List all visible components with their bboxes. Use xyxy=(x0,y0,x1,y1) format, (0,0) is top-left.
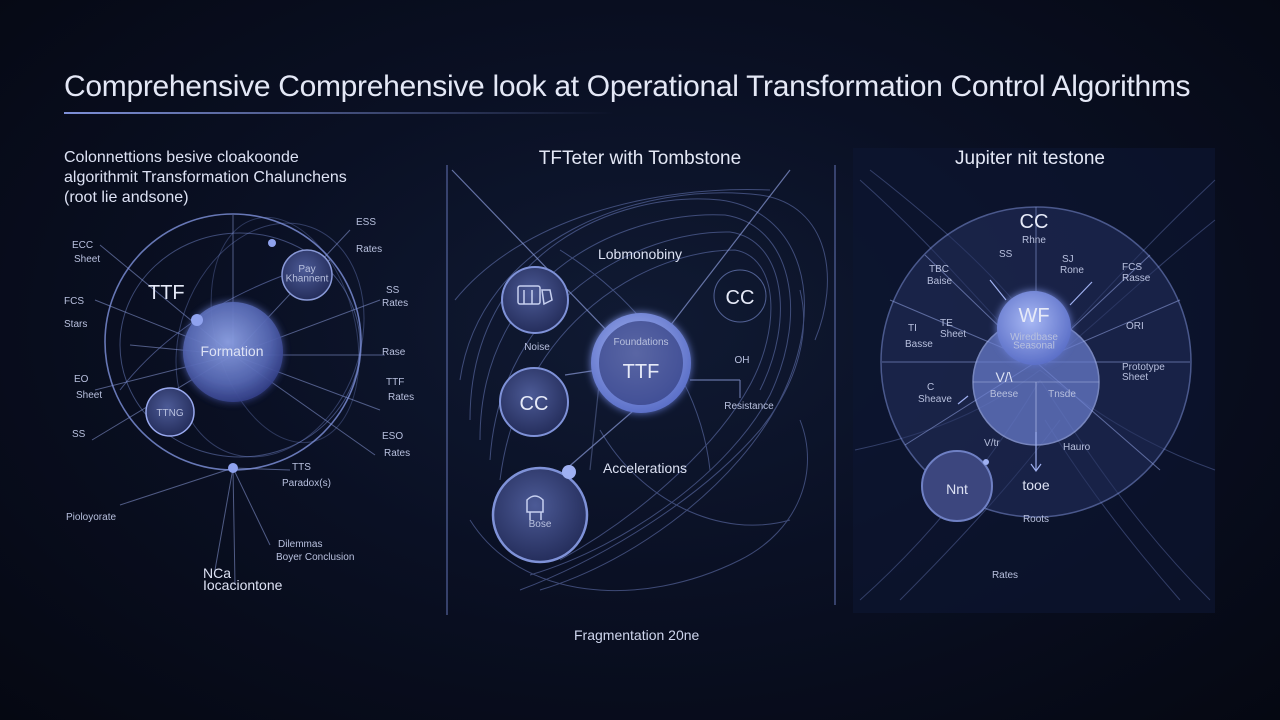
svg-text:Rone: Rone xyxy=(1060,265,1084,276)
table-icon xyxy=(517,285,553,306)
right-node-bottom-left-label: Nnt xyxy=(946,481,968,497)
svg-text:TI: TI xyxy=(908,323,917,334)
svg-text:Sheet: Sheet xyxy=(1122,372,1148,383)
left-ttf-label: TTF xyxy=(148,282,185,304)
left-side-labels: ECC Sheet FCS Stars EO Sheet SS ESS Rate… xyxy=(64,217,414,593)
left-node-bottom-left xyxy=(145,387,195,437)
svg-text:SS: SS xyxy=(386,285,400,296)
footer-caption: Fragmentation 20ne xyxy=(574,627,700,643)
svg-text:Rhne: Rhne xyxy=(1022,235,1046,246)
middle-node-top-left-sub: Noise xyxy=(524,342,550,353)
svg-text:Dilemmas: Dilemmas xyxy=(278,539,322,550)
svg-text:Sheet: Sheet xyxy=(76,390,102,401)
middle-cc-left: CC xyxy=(520,393,549,415)
middle-cc-right: CC xyxy=(726,287,755,309)
svg-text:TTF: TTF xyxy=(386,377,404,388)
svg-text:ESO: ESO xyxy=(382,431,403,442)
svg-text:Paradox(s): Paradox(s) xyxy=(282,478,331,489)
svg-text:V/tr: V/tr xyxy=(984,438,1000,449)
left-node-bottom-left-label: TTNG xyxy=(156,408,183,419)
right-node-bottom-left xyxy=(921,450,993,522)
left-dot xyxy=(191,314,203,326)
svg-text:Pioloyorate: Pioloyorate xyxy=(66,512,116,523)
chair-icon xyxy=(526,495,544,520)
svg-text:Rates: Rates xyxy=(356,244,382,255)
middle-node-top-left xyxy=(501,266,569,334)
svg-text:Rates: Rates xyxy=(382,298,408,309)
right-cc-label: CC xyxy=(1020,211,1049,233)
page-title: Comprehensive Comprehensive look at Oper… xyxy=(64,70,1191,103)
left-core-node xyxy=(183,302,283,402)
svg-text:SJ: SJ xyxy=(1062,254,1074,265)
middle-core-sublabel: Foundations xyxy=(613,337,668,348)
svg-text:TTS: TTS xyxy=(292,462,311,473)
right-lower-left-label: V/\ xyxy=(995,369,1012,385)
svg-text:TE: TE xyxy=(940,318,953,329)
left-node-top-right xyxy=(281,249,333,301)
svg-text:Rates: Rates xyxy=(388,392,414,403)
middle-node-bottom xyxy=(491,466,589,564)
right-side-labels: SS Rhne SJ Rone FCS Rasse TBC Baise TI B… xyxy=(905,235,1165,453)
svg-text:Iocaciontone: Iocaciontone xyxy=(203,577,283,593)
svg-text:Prototype: Prototype xyxy=(1122,362,1165,373)
svg-text:Basse: Basse xyxy=(905,339,933,350)
svg-text:Rates: Rates xyxy=(384,448,410,459)
middle-node-cc-left xyxy=(499,367,569,437)
svg-text:Rase: Rase xyxy=(382,347,406,358)
svg-text:Stars: Stars xyxy=(64,319,87,330)
svg-text:FCS: FCS xyxy=(1122,262,1142,273)
middle-panel-heading: TFTeter with Tombstone xyxy=(539,148,741,169)
svg-text:ESS: ESS xyxy=(356,217,376,228)
right-panel-heading: Jupiter nit testone xyxy=(955,148,1105,169)
svg-text:SS: SS xyxy=(999,249,1013,260)
svg-text:NCa: NCa xyxy=(203,565,231,581)
middle-dot xyxy=(562,465,576,479)
svg-text:Hauro: Hauro xyxy=(1063,442,1091,453)
svg-text:Boyer Conclusion: Boyer Conclusion xyxy=(276,552,354,563)
right-core-node xyxy=(997,291,1071,365)
middle-oh-label: OH xyxy=(735,355,750,366)
svg-text:ECC: ECC xyxy=(72,240,93,251)
svg-text:C: C xyxy=(927,382,934,393)
svg-text:Sheave: Sheave xyxy=(918,394,952,405)
svg-text:EO: EO xyxy=(74,374,89,385)
left-dot-top xyxy=(268,239,276,247)
svg-text:Sheet: Sheet xyxy=(940,329,966,340)
left-core-label: Formation xyxy=(200,343,263,359)
right-lower-left-sub: Beese xyxy=(990,389,1019,400)
middle-bottom-label: Accelerations xyxy=(603,460,687,476)
right-topic-label: tooe xyxy=(1022,477,1049,493)
left-panel-heading: Colonnettions besive cloakoonde algorith… xyxy=(64,149,347,206)
middle-core-label: TTF xyxy=(623,361,660,383)
right-core-label: WF xyxy=(1018,305,1049,327)
right-panel: Jupiter nit testone xyxy=(853,148,1216,613)
middle-panel: TFTeter with Tombstone xyxy=(451,148,828,592)
right-bottom-small: Rates xyxy=(992,570,1018,581)
right-topic-sub: Roots xyxy=(1023,514,1049,525)
middle-top-label: Lobmonobiny xyxy=(598,246,682,262)
left-dot-bottom xyxy=(228,463,238,473)
middle-right-sub: Resistance xyxy=(724,401,774,412)
svg-text:SS: SS xyxy=(72,429,86,440)
right-lower-right-sub: Tnsde xyxy=(1048,389,1076,400)
middle-node-bottom-sub: Bose xyxy=(529,519,552,530)
svg-text:Rasse: Rasse xyxy=(1122,273,1151,284)
svg-text:FCS: FCS xyxy=(64,296,84,307)
svg-text:ORI: ORI xyxy=(1126,321,1144,332)
svg-text:TBC: TBC xyxy=(929,264,949,275)
svg-text:Baise: Baise xyxy=(927,276,952,287)
title-underline xyxy=(64,112,614,114)
svg-text:Sheet: Sheet xyxy=(74,254,100,265)
